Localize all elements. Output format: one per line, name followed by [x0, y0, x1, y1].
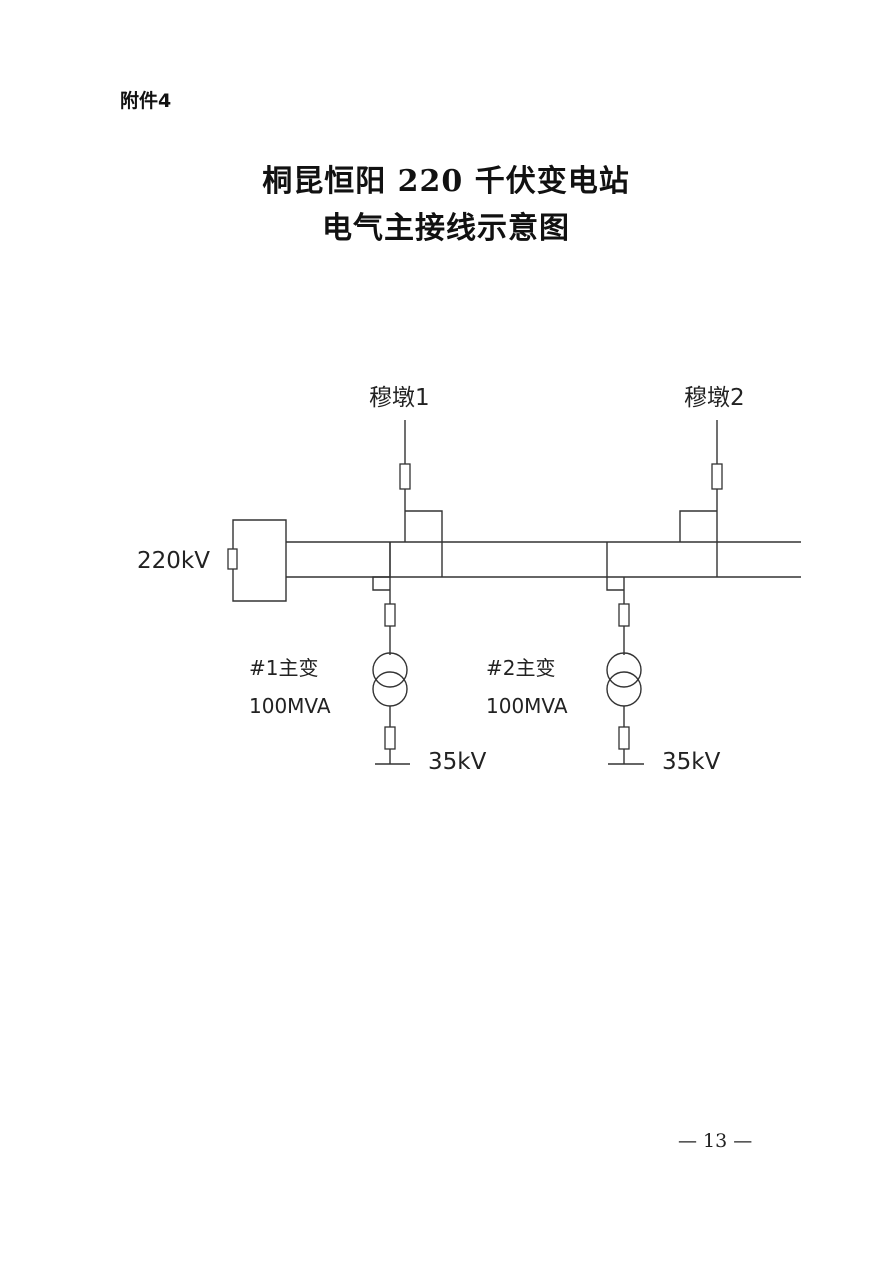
bus-coupler-bracket [232, 519, 287, 602]
tx-2-hv-breaker [618, 603, 630, 627]
tx-2-winding-hv [606, 652, 642, 688]
tx-2-winding-lv [606, 671, 642, 707]
tx-1-lv-breaker [384, 726, 396, 750]
tx-1-winding-hv [372, 652, 408, 688]
bus-voltage-label: 220kV [137, 548, 210, 574]
tx-1-name: #1主变 [249, 656, 318, 680]
tx-1-winding-lv [372, 671, 408, 707]
bus-coupler-breaker [227, 548, 238, 570]
page-title-line-2: 电气主接线示意图 [322, 211, 570, 246]
tx-2-name: #2主变 [486, 656, 555, 680]
tx-1-capacity: 100MVA [249, 694, 331, 718]
attachment-label: 附件4 [120, 90, 172, 112]
line-1-breaker [399, 463, 411, 490]
tx-2-lv-label: 35kV [662, 749, 721, 775]
line-2-breaker [711, 463, 723, 490]
line-2-disconnector-link [679, 510, 717, 542]
tx-1-lv-label: 35kV [428, 749, 487, 775]
line-1-label: 穆墩1 [369, 385, 430, 411]
tx-1-hv-breaker [384, 603, 396, 627]
line-2-label: 穆墩2 [684, 385, 745, 411]
page-number: — 13 — [678, 1130, 753, 1152]
tx-2-lv-breaker [618, 726, 630, 750]
tx-2-capacity: 100MVA [486, 694, 568, 718]
tx-1-bus-link [372, 542, 391, 591]
page-title-line-1: 桐昆恒阳 220 千伏变电站 [262, 164, 630, 199]
tx-2-bus-link [606, 542, 624, 591]
line-1-disconnector-link [405, 510, 443, 577]
